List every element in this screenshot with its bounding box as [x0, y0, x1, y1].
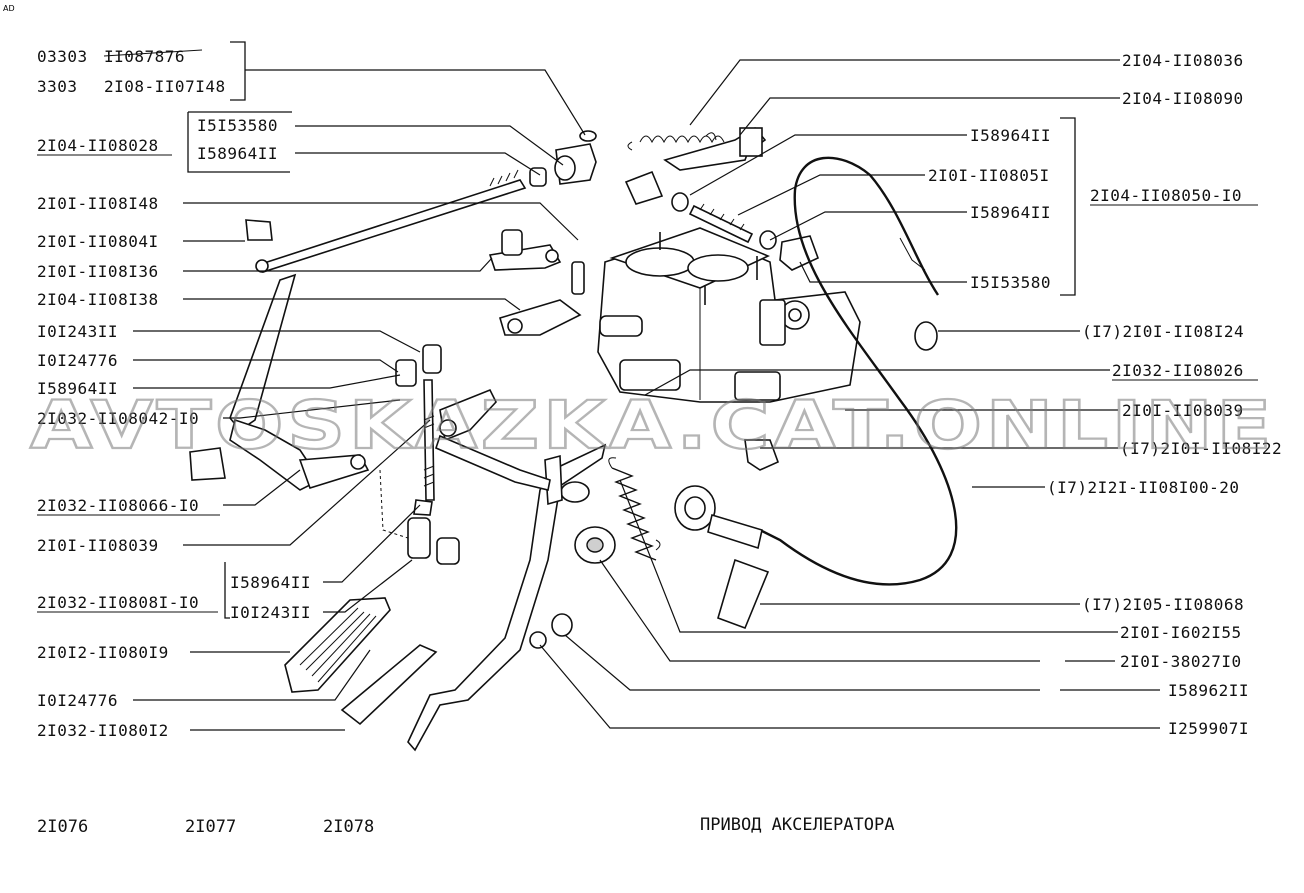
label-3303: 3303 [37, 77, 78, 96]
short-rod [624, 170, 820, 271]
label-2I032-II0808I-I0: 2I032-II0808I-I0 [37, 593, 199, 612]
label-I58964II-top-left: I58964II [197, 144, 278, 163]
labels-left: 03303 II087876 3303 2I08-II07I48 I5I5358… [37, 47, 311, 740]
intermediate-lever [435, 388, 551, 491]
left-linkage [189, 273, 370, 491]
carburetor [597, 227, 861, 471]
cable-knob [674, 485, 763, 550]
return-spring [627, 132, 725, 151]
label-2I04-II08I38: 2I04-II08I38 [37, 290, 159, 309]
model-2I077: 2I077 [185, 817, 236, 837]
diagram-title: ПРИВОД АКСЕЛЕРАТОРА [700, 815, 894, 835]
label-2I0I-I602I55: 2I0I-I602I55 [1120, 623, 1242, 642]
label-2I0I2-II080I9: 2I0I2-II080I9 [37, 643, 169, 662]
cable-bracket [663, 126, 767, 171]
label-2I0I-II08I36: 2I0I-II08I36 [37, 262, 159, 281]
grommet [914, 321, 938, 351]
label-2I032-II08042-I0: 2I032-II08042-I0 [37, 409, 199, 428]
label-I58964II-mid-left: I58964II [37, 379, 118, 398]
label-2I0I-II0805I: 2I0I-II0805I [928, 166, 1050, 185]
nut [551, 613, 573, 637]
label-2I0I-II08039-left: 2I0I-II08039 [37, 536, 159, 555]
label-I58962II: I58962II [1168, 681, 1249, 700]
label-2I04-II08028: 2I04-II08028 [37, 136, 159, 155]
pad-cover [340, 644, 438, 726]
labels-right: 2I04-II08036 2I04-II08090 I58964II 2I0I-… [928, 51, 1282, 738]
leader-lines [133, 41, 1160, 731]
label-I7-2I0I-II08I22: (I7)2I0I-II08I22 [1120, 439, 1282, 458]
pedal-spring [608, 457, 661, 561]
ball-socket [554, 130, 597, 185]
label-I5I53580-right: I5I53580 [970, 273, 1051, 292]
label-2I0I-II0804I: 2I0I-II0804I [37, 232, 159, 251]
label-2I0I-II08039-right: 2I0I-II08039 [1122, 401, 1244, 420]
watermark: AVTOSKAZKA.CAT.ONLINE [30, 387, 1275, 464]
corner-mark: AD [3, 4, 15, 13]
label-I7-2I2I-II08I00-20: (I7)2I2I-II08I00-20 [1047, 478, 1240, 497]
label-I58964II-mid-right: I58964II [970, 203, 1051, 222]
label-03303: 03303 [37, 47, 88, 66]
label-I58964II-lower-left: I58964II [230, 573, 311, 592]
label-I7-2I0I-II08I24: (I7)2I0I-II08I24 [1082, 322, 1244, 341]
bracket-left [488, 229, 585, 336]
label-I0I24776-lower: I0I24776 [37, 691, 118, 710]
label-2I04-II08090: 2I04-II08090 [1122, 89, 1244, 108]
label-2I04-II08036: 2I04-II08036 [1122, 51, 1244, 70]
link-rod [395, 344, 460, 565]
model-2I076: 2I076 [37, 817, 88, 837]
label-II087876: II087876 [104, 47, 185, 66]
pedal-lever [407, 443, 607, 752]
label-2I032-II080I2: 2I032-II080I2 [37, 721, 169, 740]
clip [245, 219, 273, 241]
label-2I0I-II08I48: 2I0I-II08I48 [37, 194, 159, 213]
label-2I0I-3802710: 2I0I-38027I0 [1120, 652, 1242, 671]
label-I5I53580-left: I5I53580 [197, 116, 278, 135]
label-I259907I: I259907I [1168, 719, 1249, 738]
rubber-boot [574, 526, 616, 564]
label-I58964II-top-right: I58964II [970, 126, 1051, 145]
cable-holder [717, 558, 770, 630]
parts-illustration [189, 126, 958, 752]
washer [529, 631, 547, 649]
pedal-pad [284, 597, 391, 693]
label-2I04-II08050-I0: 2I04-II08050-I0 [1090, 186, 1242, 205]
label-I0I24776-upper: I0I24776 [37, 351, 118, 370]
label-I7-2I05-II08068: (I7)2I05-II08068 [1082, 595, 1244, 614]
label-2I032-II08026: 2I032-II08026 [1112, 361, 1244, 380]
label-2I032-II08066-I0: 2I032-II08066-I0 [37, 496, 199, 515]
label-2I08-II07I48: 2I08-II07I48 [104, 77, 226, 96]
label-I0I243II-upper: I0I243II [37, 322, 118, 341]
label-I0I243II-lower: I0I243II [230, 603, 311, 622]
model-2I078: 2I078 [323, 817, 374, 837]
footer: 2I076 2I077 2I078 ПРИВОД АКСЕЛЕРАТОРА [37, 815, 894, 837]
